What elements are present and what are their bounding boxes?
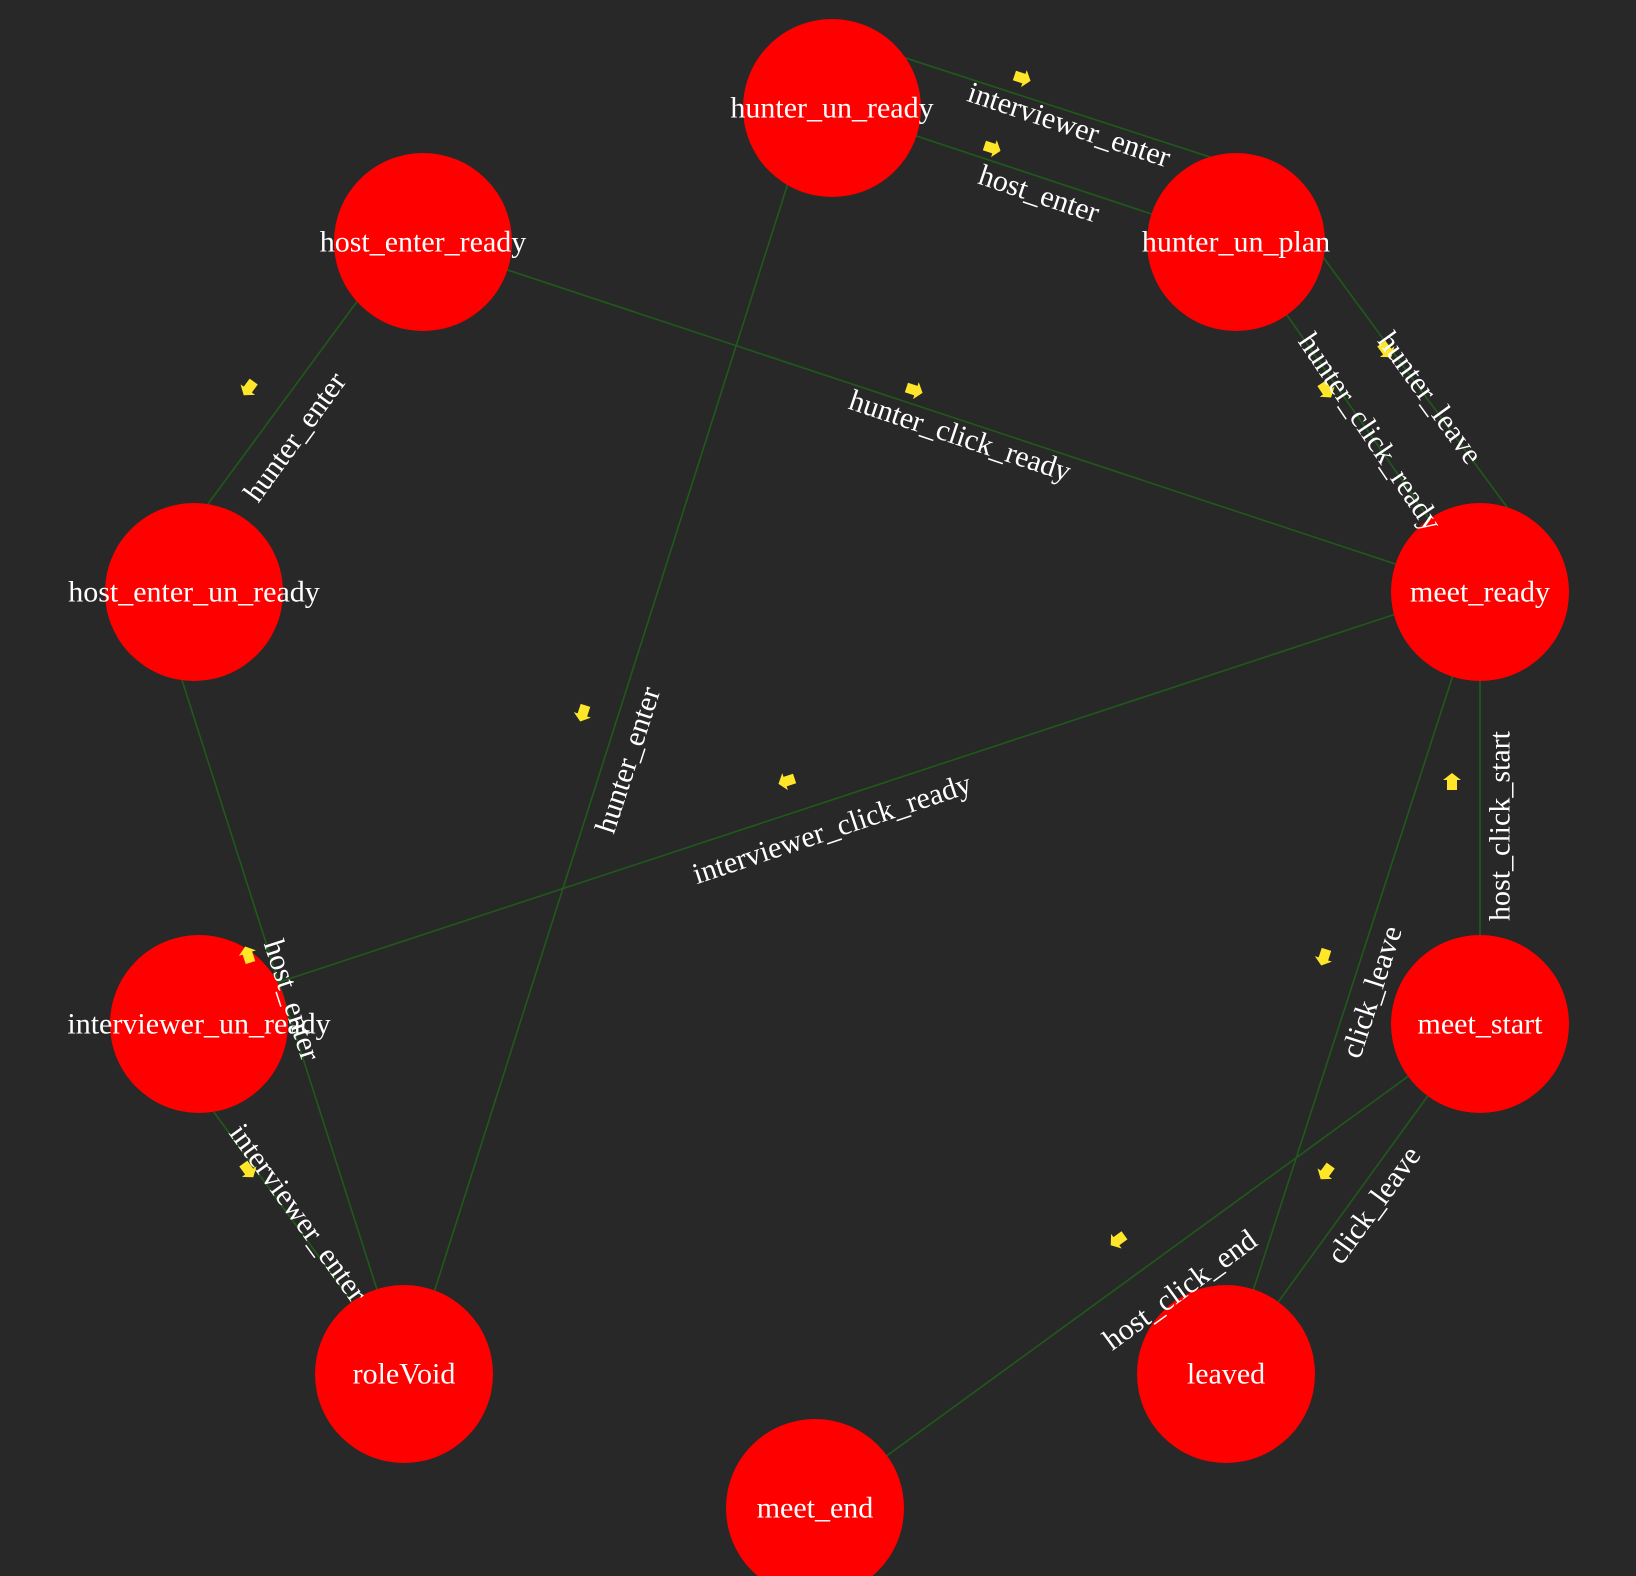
arrow-icon — [240, 378, 258, 396]
node-label: hunter_un_ready — [730, 92, 933, 125]
arrow-icon — [1012, 70, 1031, 88]
node-label: meet_start — [1418, 1008, 1544, 1041]
node-roleVoid[interactable]: roleVoid — [315, 1285, 493, 1463]
edge-line-host_enter_ready-to-meet_ready — [422, 241, 1481, 593]
node-circle[interactable] — [110, 935, 288, 1113]
arrow-icon — [904, 382, 923, 400]
node-label: meet_ready — [1410, 576, 1550, 609]
arrow-icon — [1314, 947, 1332, 966]
node-label: host_enter_ready — [320, 226, 527, 259]
edge-line-meet_start-to-meet_end — [814, 1023, 1481, 1509]
node-meet_ready[interactable]: meet_ready — [1391, 503, 1569, 681]
arrow-icon — [778, 773, 797, 791]
arrow-icon — [239, 1160, 257, 1178]
node-label: roleVoid — [353, 1358, 456, 1391]
arrow-icon — [1317, 1162, 1335, 1180]
node-circle[interactable] — [743, 19, 921, 197]
edge-line-hunter_un_ready-to-hunter_un_plan — [843, 37, 1257, 173]
arrow-icon — [1377, 340, 1395, 358]
node-circle[interactable] — [726, 1419, 904, 1576]
edge-line-meet_ready-to-interviewer_un_ready — [151, 609, 1409, 1025]
node-circle[interactable] — [1147, 153, 1325, 331]
node-hunter_un_plan[interactable]: hunter_un_plan — [1142, 153, 1330, 331]
node-host_enter_un_ready[interactable]: host_enter_un_ready — [68, 503, 320, 681]
nodes-layer: hunter_un_ready hunter_un_plan meet_readym… — [67, 19, 1569, 1576]
node-circle[interactable] — [105, 503, 283, 681]
node-circle[interactable] — [315, 1285, 493, 1463]
arrow-icon — [1110, 1231, 1128, 1249]
node-label: interviewer_un_ready — [67, 1008, 330, 1041]
node-leaved[interactable]: leaved — [1137, 1285, 1315, 1463]
edge-line-host_enter_un_ready-to-roleVoid — [149, 579, 405, 1375]
node-interviewer_un_ready[interactable]: interviewer_un_ready — [67, 935, 331, 1113]
edge-line-hunter_un_ready-to-roleVoid — [407, 107, 813, 1375]
node-label: host_enter_un_ready — [68, 576, 320, 609]
node-circle[interactable] — [1137, 1285, 1315, 1463]
node-label: hunter_un_plan — [1142, 226, 1330, 259]
arrow-icon — [238, 946, 256, 965]
node-circle[interactable] — [334, 153, 512, 331]
arrow-icon — [573, 703, 591, 722]
node-meet_end[interactable]: meet_end — [726, 1419, 904, 1576]
arrow-icon — [982, 140, 1001, 158]
node-meet_start[interactable]: meet_start — [1391, 935, 1569, 1113]
edge-line-meet_ready-to-leaved — [1225, 591, 1481, 1375]
edge-line-hunter_un_plan-to-meet_ready — [1283, 203, 1541, 553]
node-label: leaved — [1187, 1358, 1265, 1391]
node-host_enter_ready[interactable]: host_enter_ready — [320, 153, 527, 331]
edge-label: host_click_start — [1484, 730, 1517, 921]
arrow-icon — [1443, 773, 1461, 790]
node-hunter_un_ready[interactable]: hunter_un_ready — [730, 19, 934, 197]
arrow-icon — [1317, 380, 1335, 398]
node-label: meet_end — [757, 1492, 874, 1525]
node-circle[interactable] — [1391, 503, 1569, 681]
node-circle[interactable] — [1391, 935, 1569, 1113]
